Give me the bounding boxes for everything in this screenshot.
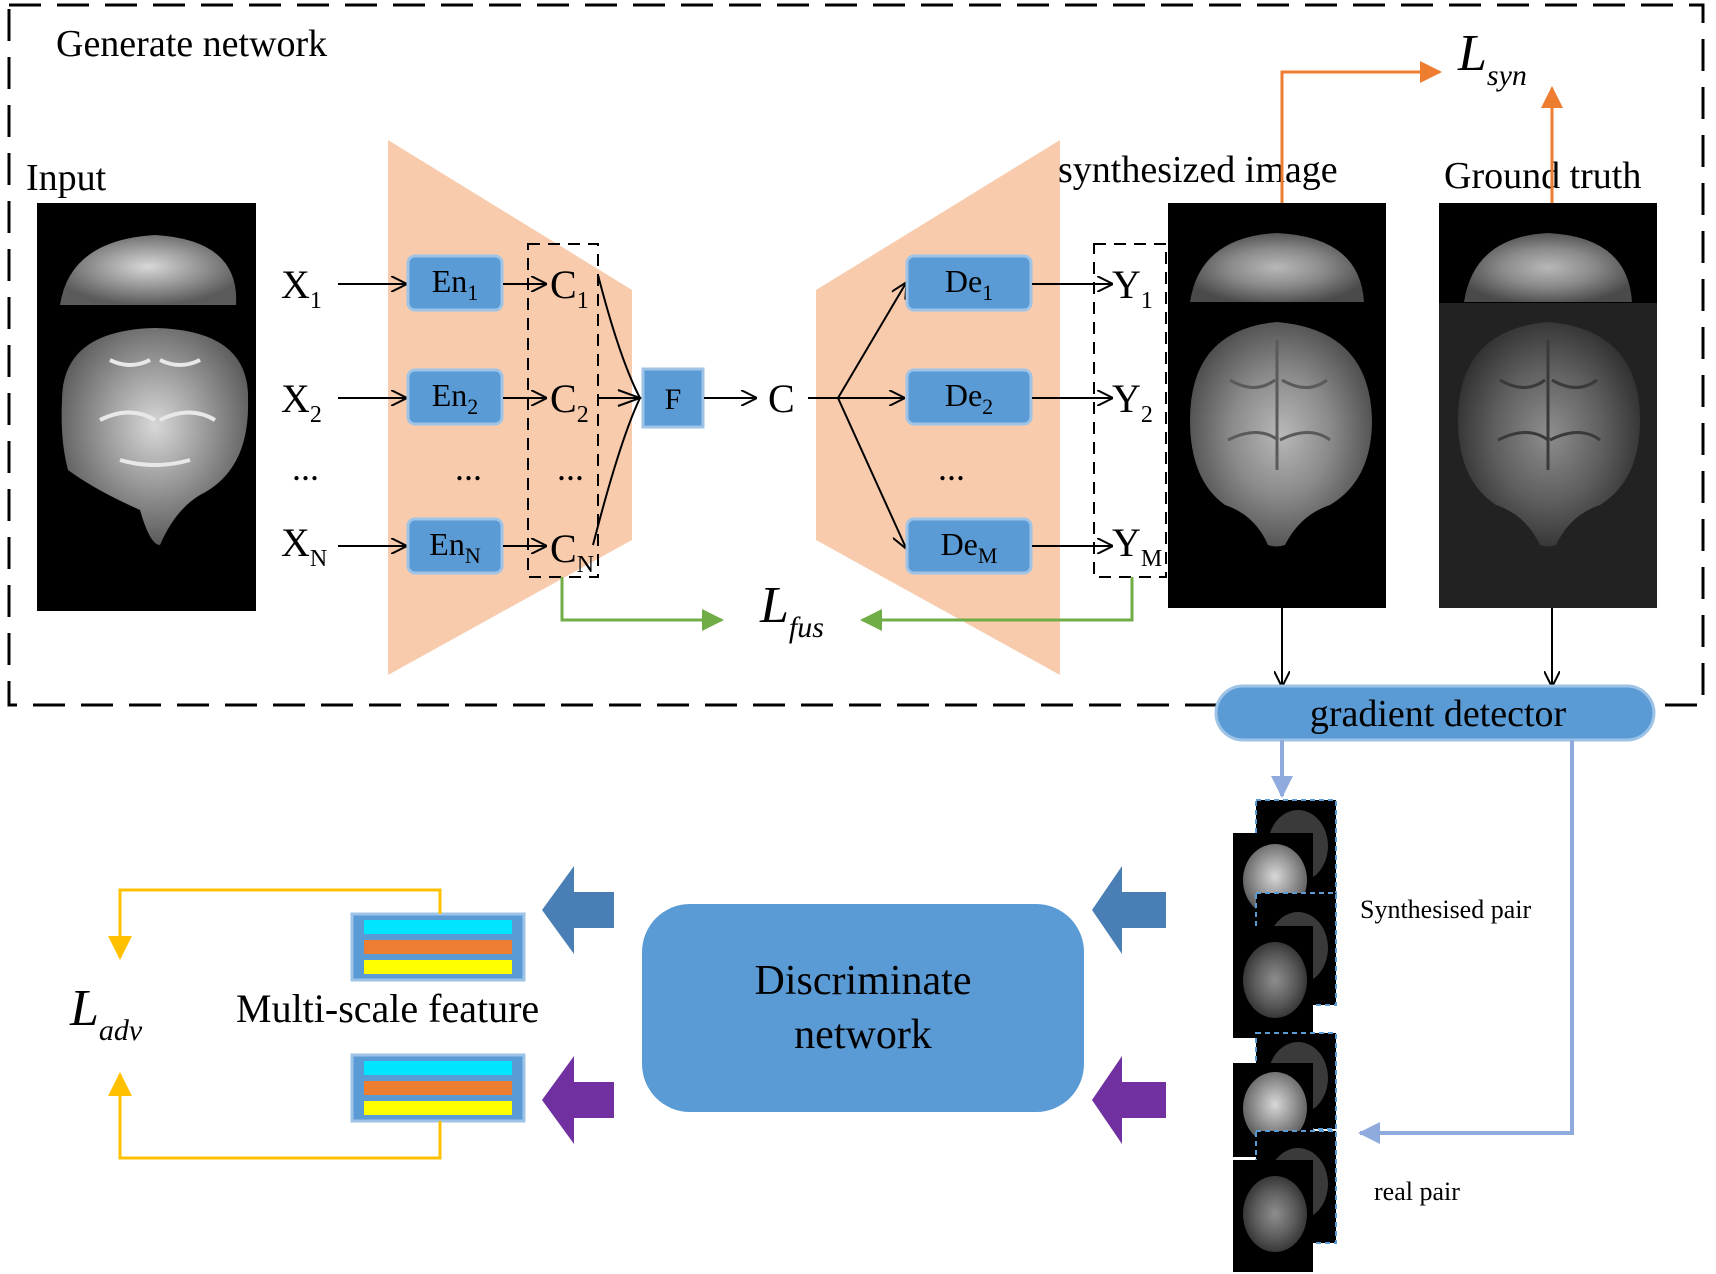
output-ym: YM (1112, 520, 1162, 572)
svg-text:De2: De2 (945, 377, 993, 419)
input-x1: X1 (281, 262, 322, 314)
loss-syn: Lsyn (1457, 25, 1527, 92)
synth-pair-label: Synthesised pair (1360, 895, 1531, 924)
synthesised-pair-stack (1233, 799, 1337, 1038)
svg-text:En2: En2 (432, 377, 479, 419)
syn-arrow-synth (1280, 61, 1442, 203)
input-label: Input (26, 157, 107, 199)
code-c2: C2 (550, 376, 589, 428)
encoder-block-n (406, 517, 504, 575)
synth-feature-block-arrow (542, 866, 614, 954)
detector-to-real-pair (1358, 740, 1574, 1144)
decoder-block-2 (905, 368, 1033, 426)
ground-truth-image (1439, 203, 1657, 608)
ellipsis-codes: ... (557, 448, 584, 488)
outputs-dashed-box (1093, 243, 1167, 578)
adv-arrow-top (108, 888, 442, 960)
input-x2: X2 (281, 376, 322, 428)
fused-code-c: C (768, 376, 795, 421)
input-image (37, 203, 256, 611)
decoder-block-1 (905, 254, 1033, 312)
feature-block-real (350, 1053, 526, 1123)
encoder-row-2: X2 En2 C2 (281, 368, 589, 428)
loss-fus: Lfus (759, 577, 824, 644)
encoder-block-2 (406, 368, 504, 426)
discriminator-line2: network (794, 1012, 932, 1058)
decoder-row-m: DeM YM (905, 517, 1162, 575)
real-pair-block-arrow (1092, 1056, 1166, 1144)
svg-text:DeM: DeM (941, 526, 998, 568)
gradient-detector (1214, 684, 1656, 742)
generator-frame (7, 3, 1705, 707)
truth-label: Ground truth (1444, 155, 1641, 197)
discriminator-line1: Discriminate (755, 958, 972, 1004)
synth-pair-block-arrow (1092, 866, 1166, 954)
detector-label: gradient detector (1310, 693, 1567, 735)
decoder-row-1: De1 Y1 (905, 254, 1153, 314)
synthesized-image (1168, 203, 1386, 608)
svg-text:En1: En1 (432, 263, 479, 305)
fus-arrow-left (560, 577, 724, 631)
input-xn: XN (281, 520, 327, 572)
synth-label: synthesized image (1058, 149, 1338, 191)
loss-adv: Ladv (69, 980, 143, 1047)
ellipsis-encoders: ... (455, 448, 482, 488)
decoder-block-m (905, 517, 1033, 575)
decoder-row-2: De2 Y2 (905, 368, 1153, 428)
encoder-row-n: XN EnN CN (281, 517, 594, 578)
real-pair-stack (1233, 1032, 1337, 1272)
fusion-label: F (665, 383, 682, 416)
output-y2: Y2 (1112, 376, 1153, 428)
fusion-block (641, 367, 705, 429)
svg-text:De1: De1 (945, 263, 993, 305)
ellipsis-decoders: ... (938, 448, 965, 488)
fus-arrow-right (860, 577, 1134, 631)
ellipsis-inputs: ... (292, 448, 319, 488)
feature-block-synth (350, 912, 526, 982)
encoder-block-1 (406, 254, 504, 312)
output-y1: Y1 (1112, 262, 1153, 314)
code-cn: CN (550, 526, 594, 578)
svg-text:EnN: EnN (429, 526, 481, 568)
encoder-row-1: X1 En1 C1 (281, 254, 589, 314)
real-pair-label: real pair (1374, 1177, 1460, 1206)
discriminator-block (642, 904, 1084, 1112)
code-c1: C1 (550, 262, 589, 314)
generator-title: Generate network (56, 23, 327, 65)
feature-label: Multi-scale feature (236, 986, 539, 1031)
real-feature-block-arrow (542, 1056, 614, 1144)
adv-arrow-bottom (108, 1072, 442, 1160)
